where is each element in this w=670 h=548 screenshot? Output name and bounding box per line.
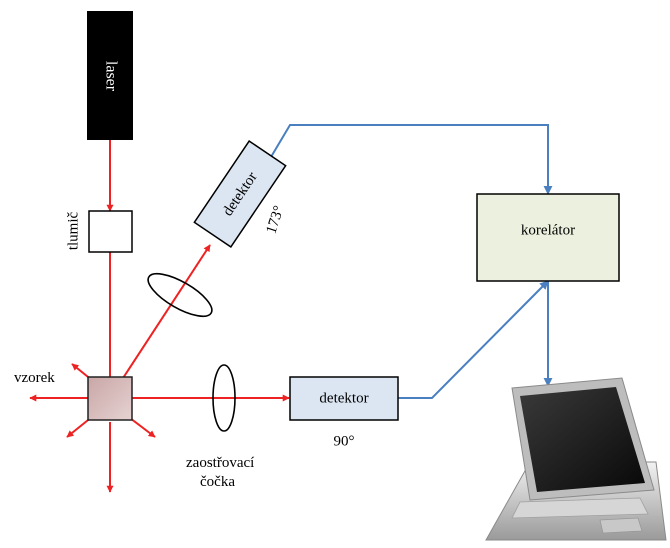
detector-173: detektor: [193, 140, 287, 248]
signal-back-detector-to-correlator: [267, 124, 553, 195]
attenuator-label: tlumič: [65, 211, 81, 250]
angle-90-label: 90°: [334, 433, 355, 449]
correlator-box: [476, 193, 620, 282]
lens-label-line2: čočka: [200, 474, 235, 490]
sample-cuvette: [87, 376, 133, 421]
beam-scatter-173: [109, 244, 211, 399]
laser-box: [87, 11, 133, 140]
lens-label-line1: zaostřovací: [186, 455, 254, 471]
signal-lines: [267, 124, 553, 399]
attenuator-box: [88, 210, 133, 253]
laptop-icon: [485, 377, 667, 541]
laptop-keyboard: [511, 497, 649, 519]
laptop-touchpad: [599, 517, 643, 534]
sample-label: vzorek: [14, 370, 55, 386]
detector-90-box: [289, 376, 399, 421]
lens-back-scatter: [147, 272, 213, 318]
detector-90-label: detektor: [319, 390, 368, 406]
laptop-screen: [520, 387, 645, 492]
signal-side-detector-to-correlator: [398, 280, 549, 399]
laser-label: laser: [102, 61, 119, 92]
angle-173-label: 173°: [263, 204, 287, 236]
lens-side-scatter: [212, 364, 236, 432]
correlator-label: korelátor: [521, 222, 575, 238]
detector-173-box: [193, 140, 287, 248]
